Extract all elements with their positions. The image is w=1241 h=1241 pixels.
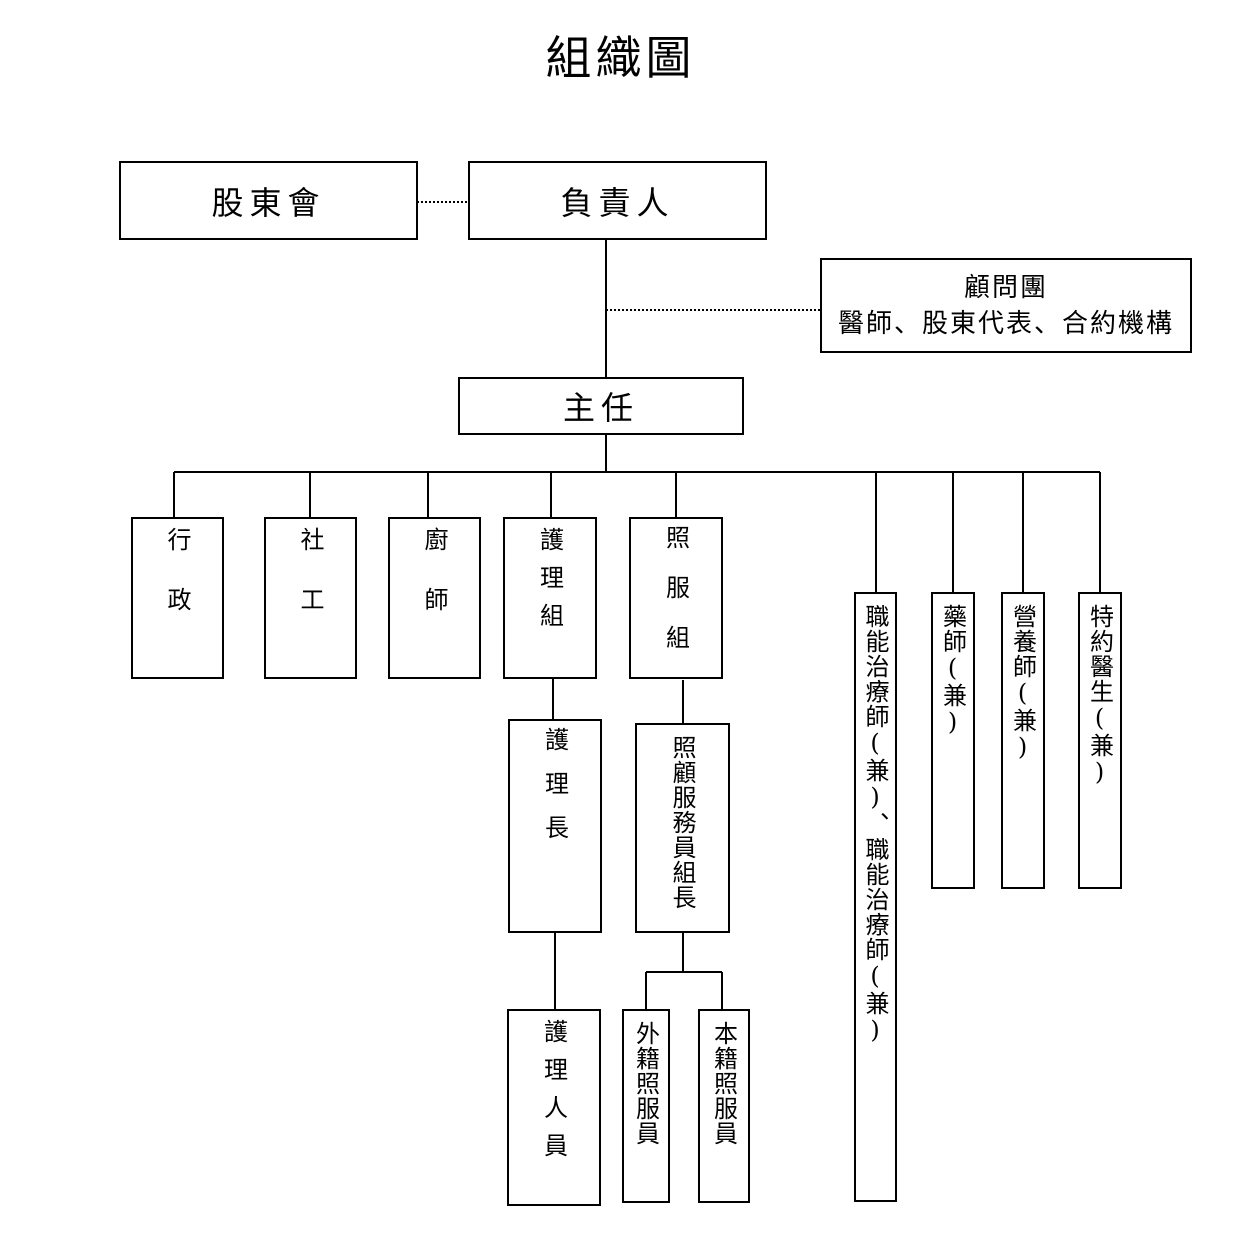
social-box: 社工 <box>264 517 357 679</box>
owner-box: 負責人 <box>468 161 767 240</box>
admin-label: 行政 <box>163 527 191 647</box>
foreign-care-box: 外籍照服員 <box>622 1009 670 1203</box>
nursing-group-box: 護理組 <box>503 517 597 679</box>
shareholders-box: 股東會 <box>119 161 418 240</box>
director-box: 主任 <box>458 377 744 435</box>
pharmacist-label: 藥師(兼) <box>938 604 967 737</box>
care-leader-box: 照顧服務員組長 <box>635 723 730 933</box>
nurses-box: 護理人員 <box>507 1009 601 1206</box>
advisors-members: 醫師、股東代表、合約機構 <box>837 308 1174 339</box>
local-care-label: 本籍照服員 <box>709 1021 738 1146</box>
care-group-box: 照服組 <box>629 517 723 679</box>
nurses-label: 護理人員 <box>539 1019 568 1171</box>
shareholders-label: 股東會 <box>211 183 326 222</box>
local-care-box: 本籍照服員 <box>698 1009 750 1203</box>
foreign-care-label: 外籍照服員 <box>631 1021 660 1146</box>
nursing-group-label: 護理組 <box>535 527 564 641</box>
head-nurse-box: 護理長 <box>508 719 602 933</box>
advisors-title: 顧問團 <box>963 272 1048 303</box>
pharmacist-box: 藥師(兼) <box>931 592 975 889</box>
admin-box: 行政 <box>131 517 224 679</box>
social-label: 社工 <box>296 527 324 647</box>
chef-box: 廚師 <box>388 517 481 679</box>
page-title: 組織圖 <box>545 31 696 85</box>
dietitian-box: 營養師(兼) <box>1001 592 1045 889</box>
dietitian-label: 營養師(兼) <box>1008 604 1037 762</box>
director-label: 主任 <box>562 389 639 427</box>
advisors-box: 顧問團 醫師、股東代表、合約機構 <box>820 258 1192 353</box>
care-group-label: 照服組 <box>661 525 690 675</box>
doctor-label: 特約醫生(兼) <box>1085 604 1114 787</box>
head-nurse-label: 護理長 <box>540 727 569 859</box>
ot-box: 職能治療師(兼)、職能治療師(兼) <box>854 592 897 1202</box>
owner-label: 負責人 <box>560 183 675 222</box>
care-leader-label: 照顧服務員組長 <box>668 735 696 910</box>
ot-label: 職能治療師(兼)、職能治療師(兼) <box>861 604 889 1045</box>
doctor-box: 特約醫生(兼) <box>1078 592 1122 889</box>
chef-label: 廚師 <box>420 527 448 647</box>
